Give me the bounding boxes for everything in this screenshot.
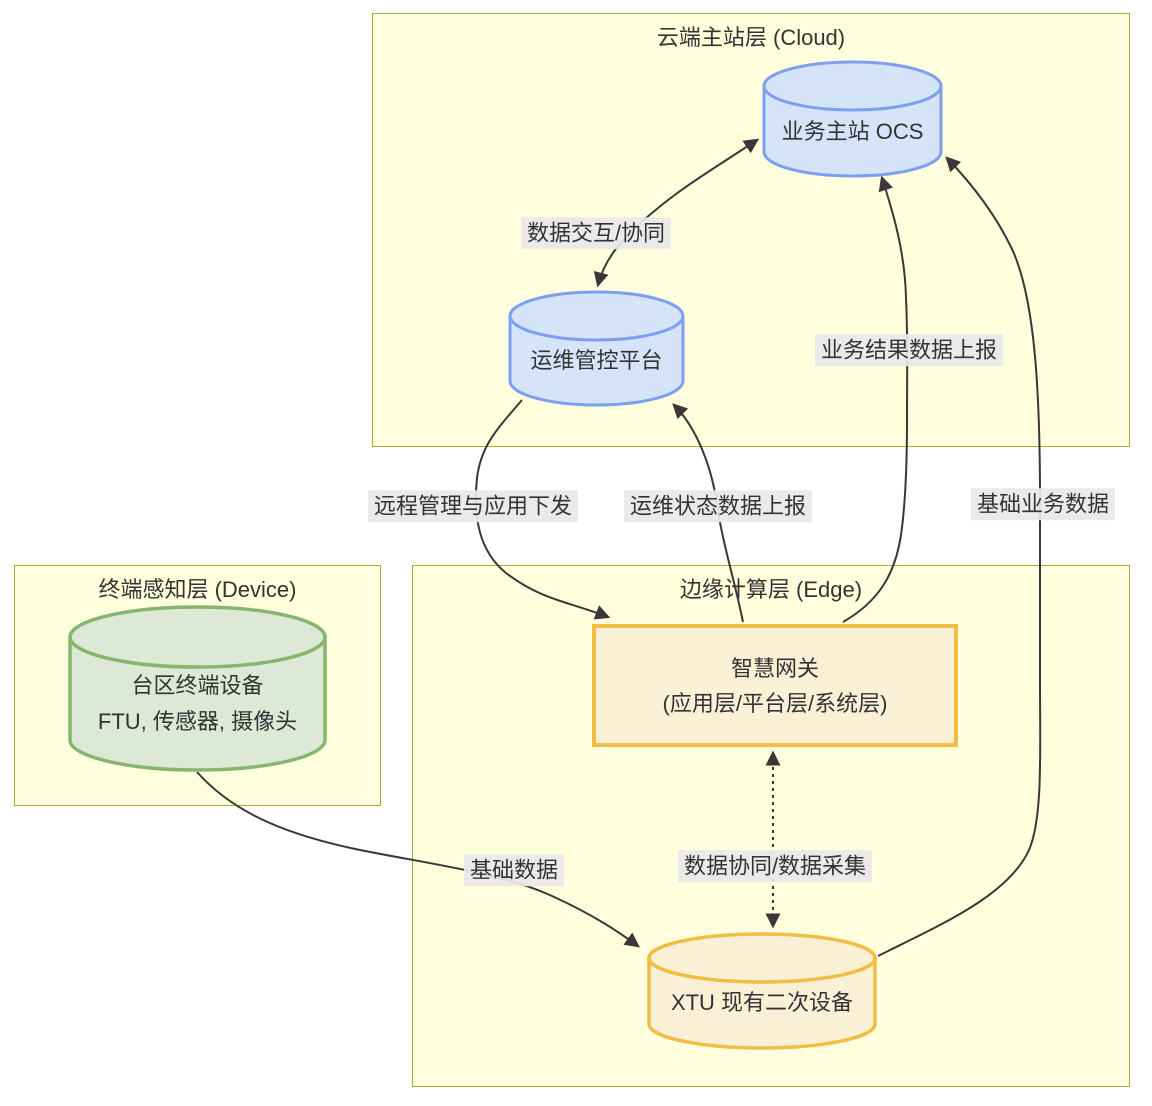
node-device-terminal: 台区终端设备 FTU, 传感器, 摄像头 <box>68 605 327 772</box>
edge-label-basic-data: 基础数据 <box>463 854 565 886</box>
node-ocs-label: 业务主站 OCS <box>781 119 924 144</box>
node-gateway: 智慧网关 (应用层/平台层/系统层) <box>592 624 958 747</box>
cluster-cloud: 云端主站层 (Cloud) <box>372 13 1130 447</box>
node-gateway-line1: 智慧网关 <box>730 655 819 681</box>
cluster-edge-title: 边缘计算层 (Edge) <box>679 577 863 602</box>
node-gateway-line2: (应用层/平台层/系统层) <box>662 690 888 716</box>
edge-label-remote-mgmt: 远程管理与应用下发 <box>367 490 579 522</box>
cluster-device-title: 终端感知层 (Device) <box>98 577 297 602</box>
edge-label-data-exchange: 数据交互/协同 <box>520 217 672 249</box>
node-platform-label: 运维管控平台 <box>530 347 663 373</box>
cluster-cloud-title: 云端主站层 (Cloud) <box>656 25 846 50</box>
node-device-terminal-label: 台区终端设备 FTU, 传感器, 摄像头 <box>68 605 327 772</box>
node-device-terminal-line2: FTU, 传感器, 摄像头 <box>97 708 298 734</box>
database-cylinder-icon <box>68 605 327 772</box>
node-ocs: 业务主站 OCS <box>762 60 943 178</box>
node-device-terminal-line1: 台区终端设备 <box>131 672 264 698</box>
node-xtu: XTU 现有二次设备 <box>647 932 877 1050</box>
edge-label-business-result: 业务结果数据上报 <box>814 334 1004 366</box>
database-cylinder-icon <box>762 60 943 178</box>
edge-label-ops-status: 运维状态数据上报 <box>623 490 813 522</box>
node-xtu-label: XTU 现有二次设备 <box>670 990 854 1015</box>
node-platform: 运维管控平台 <box>508 290 685 407</box>
edge-label-data-collab: 数据协同/数据采集 <box>677 850 873 882</box>
database-cylinder-icon <box>647 932 877 1050</box>
edge-label-basic-business: 基础业务数据 <box>970 488 1116 520</box>
